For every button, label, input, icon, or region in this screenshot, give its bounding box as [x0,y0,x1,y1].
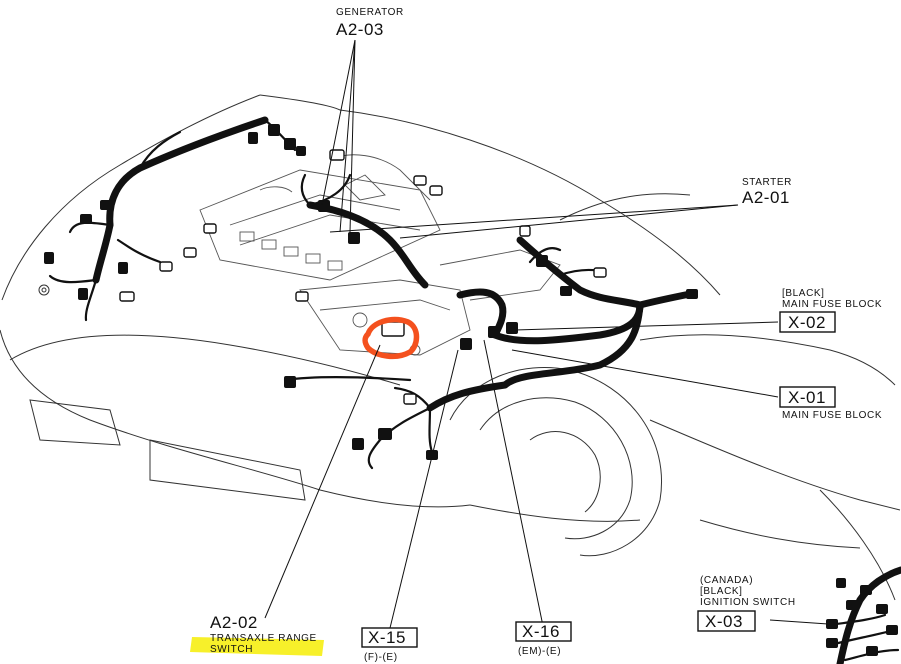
label-starter: STARTER A2-01 [742,177,792,207]
a202-line2: SWITCH [210,644,253,655]
leader-lines [264,39,829,629]
x02-note-name: MAIN FUSE BLOCK [782,299,882,310]
x03-note-region: (CANADA) [700,575,753,586]
label-x02: [BLACK] MAIN FUSE BLOCK X-02 [779,288,882,333]
x16-sub: (EM)-(E) [518,646,561,657]
x16-code: X-16 [522,622,560,641]
x16-box [515,621,572,642]
engine-outline [199,154,561,356]
x03-note-name: IGNITION SWITCH [700,597,796,608]
x15-box [361,627,418,648]
connectors [44,124,698,460]
highlighter-mark [190,637,324,656]
generator-name: GENERATOR [336,7,404,18]
label-a202: A2-02 TRANSAXLE RANGE SWITCH [210,613,317,655]
starter-code: A2-01 [742,188,790,207]
x15-code: X-15 [368,628,406,647]
label-x03: (CANADA) [BLACK] IGNITION SWITCH X-03 [697,575,796,632]
generator-code: A2-03 [336,20,384,39]
car-body-outline [0,94,901,601]
label-x15: X-15 (F)-(E) [361,627,418,663]
x01-code: X-01 [788,388,826,407]
label-x01: X-01 MAIN FUSE BLOCK [779,386,882,421]
x02-box [779,311,836,333]
x01-box [779,386,836,408]
a202-line1: TRANSAXLE RANGE [210,633,317,644]
starter-name: STARTER [742,177,792,188]
label-x16: X-16 (EM)-(E) [515,621,572,657]
x01-note: MAIN FUSE BLOCK [782,410,882,421]
x02-code: X-02 [788,313,826,332]
x03-box [697,610,756,632]
x02-note-color: [BLACK] [782,288,825,299]
wire-harness [48,116,694,470]
x03-note-color: [BLACK] [700,586,743,597]
highlight-circle [362,316,420,360]
x03-code: X-03 [705,612,743,631]
x15-sub: (F)-(E) [364,652,398,663]
a202-code: A2-02 [210,613,258,632]
ignition-harness [826,566,901,664]
label-generator: GENERATOR A2-03 [336,7,404,39]
